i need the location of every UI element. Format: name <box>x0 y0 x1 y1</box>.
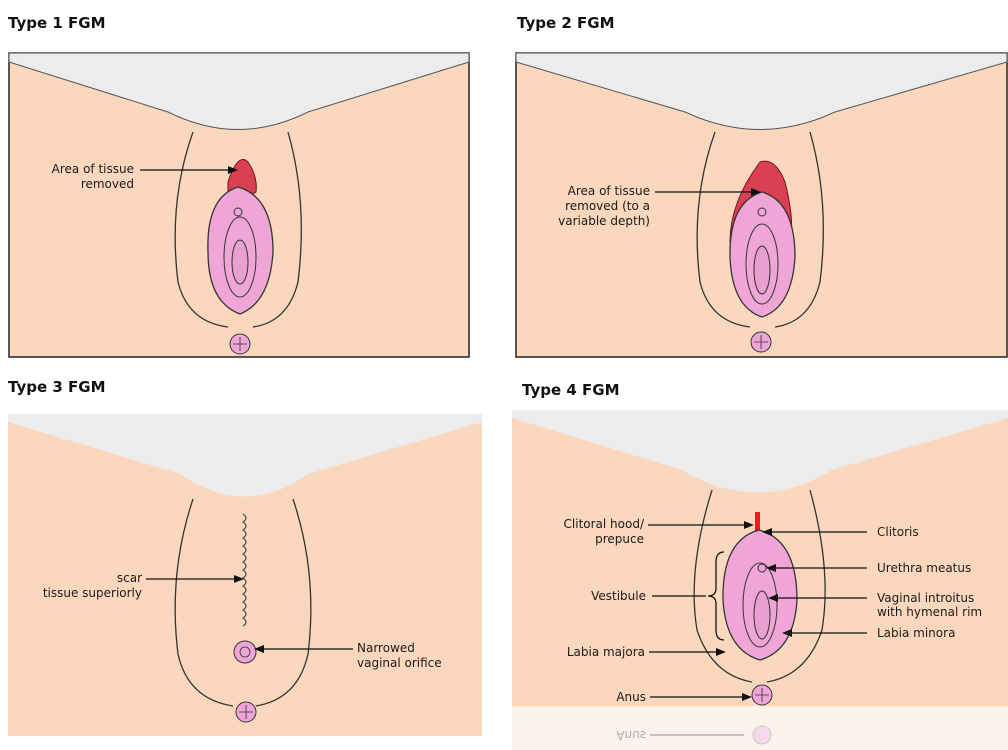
label-orifice-2: vaginal orifice <box>357 656 442 670</box>
label-anus-reflection: Anus <box>616 728 646 742</box>
type4-diagram: Clitoral hood/ prepuce Clitoris Urethra … <box>512 410 1008 750</box>
label-area-removed-2: removed (to a <box>565 199 650 213</box>
type1-diagram: Area of tissue removed <box>8 52 470 358</box>
label-urethra: Urethra meatus <box>877 561 971 575</box>
label-introitus: Vaginal introitus <box>877 591 974 605</box>
vaginal-introitus <box>754 246 770 294</box>
anus-reflection-shape <box>753 726 771 744</box>
type2-diagram: Area of tissue removed (to a variable de… <box>515 52 1008 358</box>
vaginal-introitus <box>754 591 770 639</box>
panel-title-type4: Type 4 FGM <box>522 381 620 399</box>
label-orifice: Narrowed <box>357 641 415 655</box>
label-minora: Labia minora <box>877 626 955 640</box>
label-hood-2: prepuce <box>595 532 644 546</box>
label-clitoris: Clitoris <box>877 525 919 539</box>
vaginal-introitus <box>232 240 248 284</box>
panel-title-type3: Type 3 FGM <box>8 378 106 396</box>
label-introitus-2: with hymenal rim <box>877 605 982 619</box>
label-vestibule: Vestibule <box>591 589 646 603</box>
label-anus: Anus <box>616 690 646 704</box>
label-scar-2: tissue superiorly <box>43 586 142 600</box>
label-area-removed-2: removed <box>81 177 134 191</box>
label-area-removed: Area of tissue <box>52 162 134 176</box>
label-scar: scar <box>117 571 142 585</box>
panel-title-type2: Type 2 FGM <box>517 14 615 32</box>
narrowed-orifice <box>234 641 256 663</box>
label-hood: Clitoral hood/ <box>564 517 645 531</box>
panel-title-type1: Type 1 FGM <box>8 14 106 32</box>
label-area-removed: Area of tissue <box>568 184 650 198</box>
type3-diagram: scar tissue superiorly Narrowed vaginal … <box>8 414 482 736</box>
label-area-removed-3: variable depth) <box>558 214 650 228</box>
label-majora: Labia majora <box>567 645 645 659</box>
